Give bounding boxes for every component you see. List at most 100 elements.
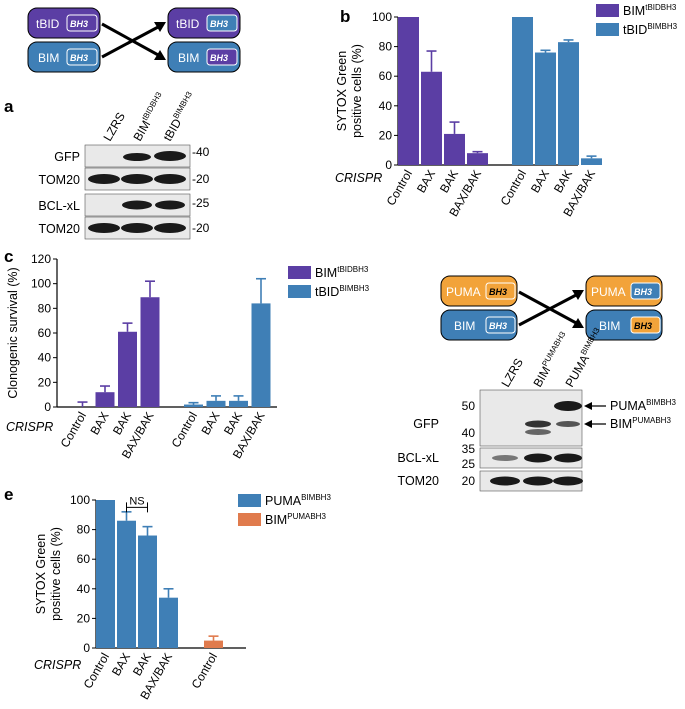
y-tick-label: 20 <box>38 375 52 389</box>
bar <box>229 400 248 407</box>
bim-box-right-label: BIM <box>178 51 199 65</box>
panel-a-blot: LZRS BIMtBIDBH3 tBIDBIMBH3 GFP TOM20 BCL… <box>38 90 210 240</box>
bar <box>251 303 271 407</box>
bh3-label-bim-left: BH3 <box>70 53 88 63</box>
band <box>553 476 583 486</box>
band <box>121 223 153 233</box>
blot-a-marker-20b: -20 <box>192 221 210 235</box>
puma-box-left-label: PUMA <box>446 285 481 299</box>
bar <box>204 640 223 648</box>
y-tick-label: 100 <box>372 10 392 24</box>
bar <box>206 400 226 407</box>
panel-d-diagram: PUMA BH3 BIM BH3 PUMA BH3 BIM BH3 <box>440 275 663 341</box>
band <box>122 200 152 210</box>
blot-d-marker-35: 35 <box>462 442 476 456</box>
legend-swatch <box>238 513 261 526</box>
bar <box>159 597 178 648</box>
x-tick-label: Control <box>384 168 415 209</box>
y-tick-label: 80 <box>77 523 91 537</box>
y-tick-label: 60 <box>379 69 393 83</box>
cross-arrow-d2 <box>518 292 579 327</box>
x-tick-label: BAX <box>87 410 111 438</box>
blot-d-row-tom20: TOM20 <box>398 474 439 488</box>
band <box>554 453 582 463</box>
bh3-domain-puma-left <box>485 282 516 300</box>
bh3-domain-bim-d-left <box>485 316 516 334</box>
bar <box>184 404 203 407</box>
bar <box>117 520 136 648</box>
bim-box-left-label: BIM <box>38 51 59 65</box>
blot-d-marker-20: 20 <box>462 474 476 488</box>
blot-a-marker-20: -20 <box>192 172 210 186</box>
y-tick-label: 20 <box>379 128 393 142</box>
puma-box-right-label: PUMA <box>591 285 626 299</box>
y-tick-label: 120 <box>31 252 51 266</box>
legend-swatch <box>596 4 619 17</box>
band <box>523 476 553 486</box>
arrow-label-bim: BIMPUMABH3 <box>610 416 671 431</box>
blot-a-lane-1: LZRS <box>100 110 127 144</box>
legend-swatch <box>288 266 311 279</box>
bh3-label-bim-d-left: BH3 <box>489 321 507 331</box>
bh3-label-bim-d-right: BH3 <box>634 321 652 331</box>
legend-label: tBIDBIMBH3 <box>315 284 370 299</box>
blot-a-marker-40: -40 <box>192 145 210 159</box>
band <box>155 200 185 210</box>
cross-arrow-2 <box>101 24 161 59</box>
x-tick-label: BAX <box>414 168 438 196</box>
band <box>525 420 551 428</box>
bh3-domain-tbid-left <box>66 14 98 32</box>
bar <box>512 17 533 165</box>
y-tick-label: 40 <box>379 99 393 113</box>
bim-d-box-left-label: BIM <box>454 319 475 333</box>
bar <box>467 153 488 165</box>
blot-d-marker-25: 25 <box>462 457 476 471</box>
x-tick-label: Control <box>189 651 220 692</box>
bar <box>118 331 137 407</box>
bh3-label-tbid-right: BH3 <box>210 19 228 29</box>
bar <box>95 392 115 407</box>
band <box>524 453 552 463</box>
y-axis-label: Clonogenic survival (%) <box>6 267 20 398</box>
arrow-bim-head <box>584 420 592 428</box>
legend-label: tBIDBIMBH3 <box>623 22 678 37</box>
tbid-box-right-label: tBID <box>176 17 200 31</box>
x-tick-label: Control <box>81 651 112 692</box>
blot-d-gfp-strip <box>479 389 583 447</box>
panel-a-diagram: tBID BH3 BIM BH3 tBID BH3 BIM BH3 <box>27 7 241 73</box>
panel-e-label: e <box>4 485 13 504</box>
y-tick-label: 40 <box>38 351 52 365</box>
band <box>88 223 120 233</box>
y-tick-label: 0 <box>44 400 51 414</box>
bh3-domain-tbid-right <box>206 14 238 32</box>
y-tick-label: 40 <box>77 582 91 596</box>
band <box>554 401 582 411</box>
bh3-label-puma-right: BH3 <box>634 287 652 297</box>
y-tick-label: 100 <box>31 277 51 291</box>
legend-swatch <box>288 285 311 298</box>
band <box>121 174 153 184</box>
blot-d-row-bclxl: BCL-xL <box>397 451 439 465</box>
y-tick-label: 0 <box>83 641 90 655</box>
legend-swatch <box>238 494 261 507</box>
ns-annotation: NS <box>129 495 144 507</box>
blot-a-row-gfp: GFP <box>54 150 80 164</box>
x-axis-label: CRISPR <box>34 658 81 672</box>
blot-a-row-tom20-2: TOM20 <box>39 222 80 236</box>
x-tick-label: BAX <box>109 651 133 679</box>
panel-d-blot: LZRS BIMPUMABH3 PUMABIMBH3 GFP BCL-xL TO… <box>397 326 676 492</box>
x-tick-label: Control <box>169 410 200 451</box>
y-tick-label: 0 <box>385 158 392 172</box>
y-tick-label: 80 <box>38 301 52 315</box>
band <box>490 476 520 486</box>
blot-a-row-tom20: TOM20 <box>39 173 80 187</box>
y-tick-label: 100 <box>70 493 90 507</box>
x-tick-label: Control <box>58 410 89 451</box>
panel-b-label: b <box>340 7 350 26</box>
arrowhead-2 <box>154 50 166 60</box>
bar <box>421 71 442 165</box>
blot-a-row-bclxl: BCL-xL <box>38 199 80 213</box>
